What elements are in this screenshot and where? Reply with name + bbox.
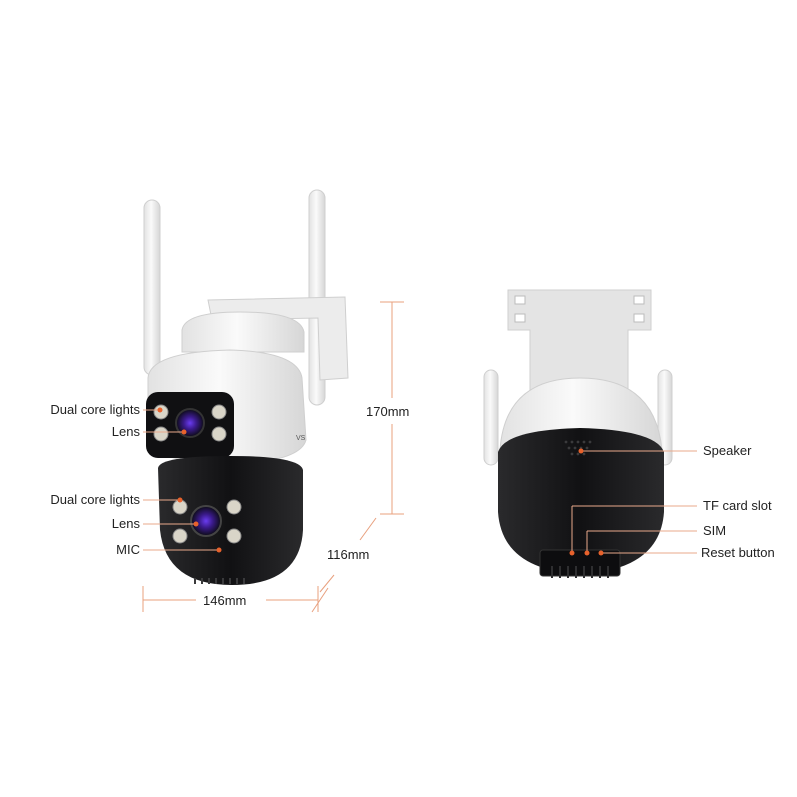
dimension-depth: 116mm [327,547,370,562]
lower-housing [158,456,303,585]
lower-lens [190,505,222,537]
label-mic: MIC [116,542,140,557]
front-callouts [143,407,222,553]
back-right-antenna [657,369,673,466]
left-antenna [143,199,161,376]
dimension-lines [142,301,404,613]
back-camera [483,289,673,578]
svg-text:VS: VS [296,435,306,442]
label-tf-card-slot: TF card slot [703,498,772,513]
label-dual-core-lights-upper: Dual core lights [50,402,140,417]
upper-lens [175,408,205,438]
label-reset-button: Reset button [701,545,775,560]
dimension-width: 146mm [203,593,247,608]
label-lens-lower: Lens [111,516,140,531]
dimension-height: 170mm [366,404,410,419]
label-sim: SIM [703,523,727,538]
speaker-grille [564,440,592,456]
lower-lights [172,499,242,544]
top-cap [181,311,305,353]
back-left-antenna [483,369,499,466]
label-dual-core-lights-lower: Dual core lights [50,492,140,507]
upper-lights [153,404,227,442]
label-lens-upper: Lens [111,424,140,439]
back-callouts [569,448,697,556]
label-speaker: Speaker [703,443,752,458]
bottom-grille [194,578,245,584]
back-lower-housing [498,428,664,574]
front-camera: VS [143,189,349,585]
base-grille [551,566,609,578]
